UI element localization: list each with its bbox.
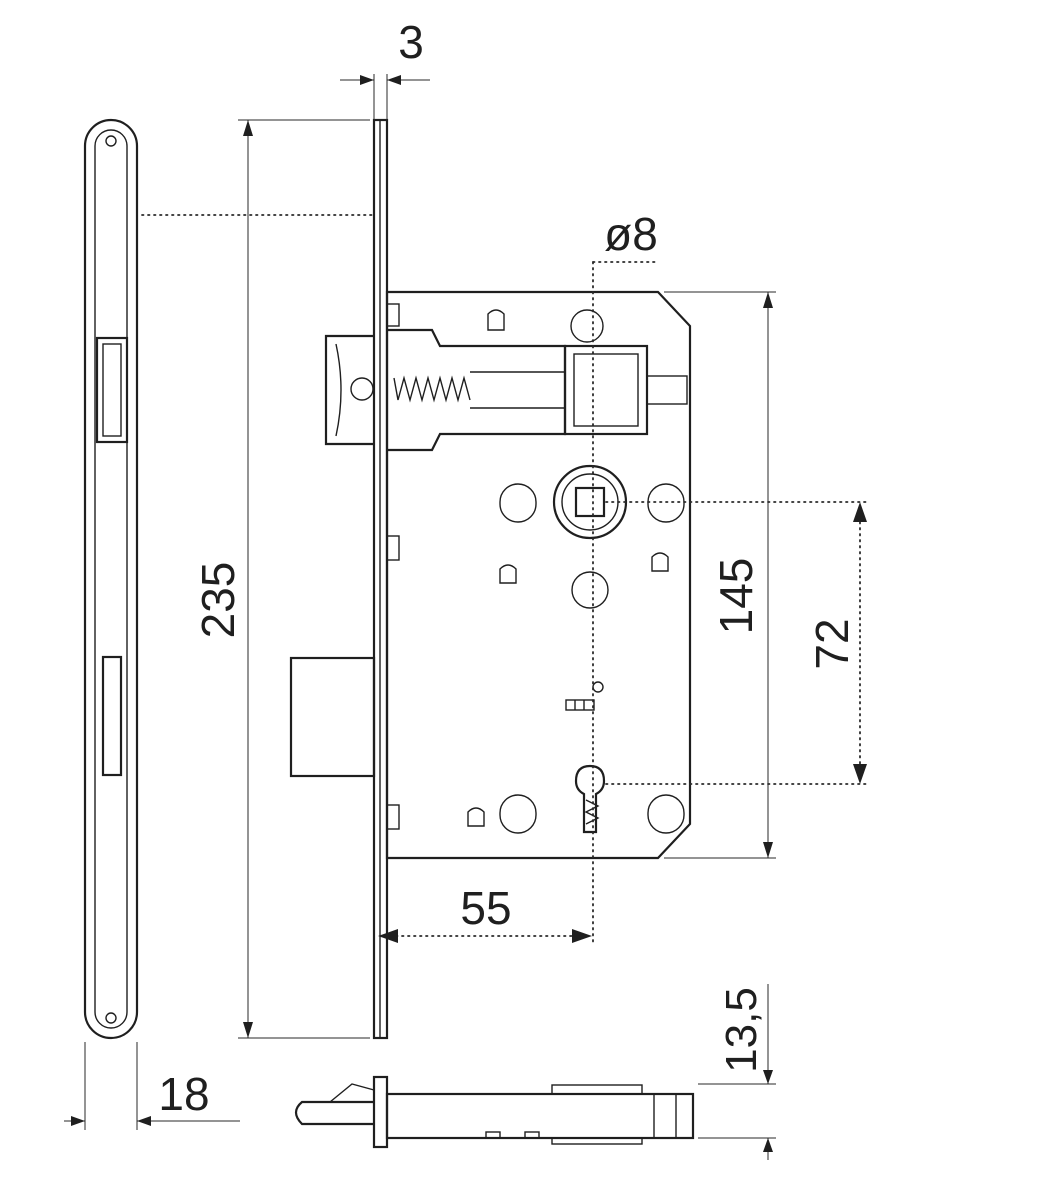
label-bolt-depth: 13,5	[717, 987, 766, 1073]
rivet-middle	[386, 535, 400, 561]
case-slot-right	[651, 552, 669, 572]
case-hole-middle	[571, 571, 609, 609]
lock-case-outline	[385, 290, 692, 860]
strike-plate-inner-edge	[94, 129, 128, 1029]
label-faceplate-width: 18	[158, 1068, 209, 1120]
side-view-latch-wedge	[329, 1083, 375, 1103]
registered-mark	[592, 681, 604, 693]
follower-square-hole	[574, 486, 606, 518]
strike-plate-outline	[83, 118, 139, 1040]
label-follower-diameter: ø8	[604, 208, 658, 260]
side-view-faceplate	[372, 1075, 389, 1149]
side-view-bottom-plate	[551, 1137, 643, 1145]
mounting-hole-right-upper	[647, 483, 685, 523]
latch-opening	[95, 336, 129, 444]
case-slot-left	[499, 564, 517, 584]
deadbolt-opening	[101, 655, 123, 777]
dimension-follower-diameter: ø8	[592, 208, 659, 947]
latch-opening-inner	[102, 343, 122, 437]
latch-bolt	[324, 334, 374, 446]
case-hole-top	[570, 309, 604, 343]
dimension-center-distance: 72	[605, 501, 871, 785]
side-view-latch	[294, 1100, 374, 1126]
dimension-case-height: 145	[664, 291, 776, 859]
latch-follower-block-inner	[573, 353, 639, 427]
lock-case	[289, 290, 692, 860]
maker-mark	[565, 699, 595, 711]
latch-follower-block	[563, 344, 649, 436]
dimension-faceplate-width: 18	[64, 1042, 240, 1130]
label-faceplate-thickness: 3	[398, 16, 424, 68]
mounting-hole-left-upper	[499, 483, 537, 523]
rivet-top	[386, 303, 400, 327]
rivet-bottom	[386, 804, 400, 830]
latch-rear-bar	[646, 375, 688, 405]
dimension-faceplate-height: 235	[192, 119, 370, 1039]
latch-pin	[350, 377, 374, 401]
case-slot-top	[487, 309, 505, 331]
strike-plate-screw-hole-top	[105, 135, 117, 147]
key-bit	[584, 799, 600, 825]
dimension-bolt-depth: 13,5	[698, 984, 776, 1160]
follower-hub	[552, 464, 628, 540]
mounting-hole-right-lower	[647, 794, 685, 834]
follower-hub-inner	[561, 473, 619, 531]
strike-plate-screw-hole-bottom	[105, 1012, 117, 1024]
side-view-top-plate	[551, 1084, 643, 1095]
label-backset: 55	[460, 882, 511, 934]
keyhole	[574, 764, 606, 834]
mounting-hole-left-lower	[499, 794, 537, 834]
dimension-faceplate-thickness: 3	[340, 16, 430, 120]
latch-spring	[393, 375, 471, 403]
label-center-distance: 72	[806, 618, 858, 669]
latch-bolt-bevel	[335, 343, 342, 437]
dimension-backset: 55	[378, 882, 592, 943]
label-faceplate-height: 235	[192, 562, 244, 639]
latch-tail	[387, 328, 567, 452]
deadbolt	[289, 656, 376, 778]
label-case-height: 145	[710, 558, 762, 635]
side-view-case	[385, 1092, 695, 1140]
strike-plate	[83, 118, 139, 1040]
lock-side-view	[294, 1075, 695, 1149]
faceplate	[372, 118, 389, 1040]
case-slot-bottom	[467, 807, 485, 827]
